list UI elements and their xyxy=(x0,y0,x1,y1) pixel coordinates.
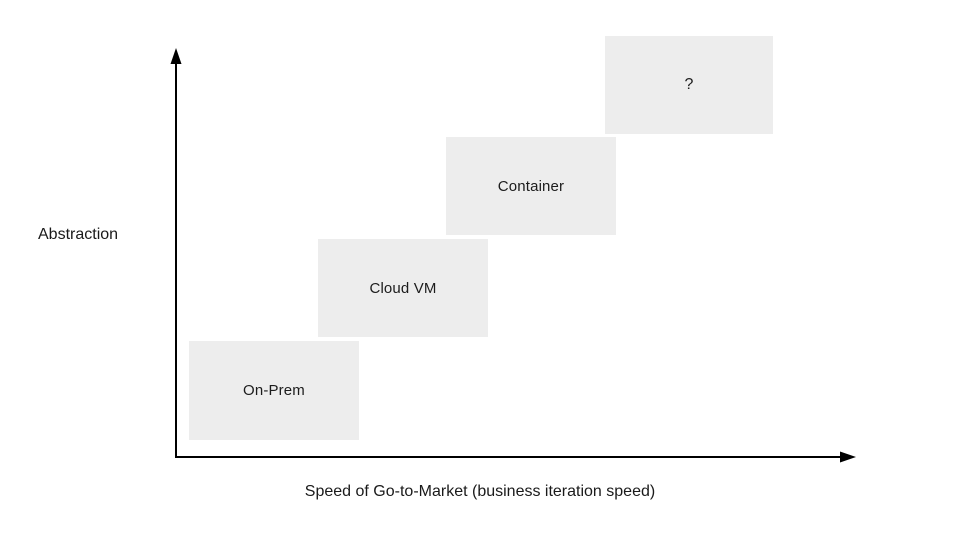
step-box-unknown[interactable]: ? xyxy=(605,36,773,134)
step-box-cloud-vm[interactable]: Cloud VM xyxy=(318,239,488,337)
step-box-container[interactable]: Container xyxy=(446,137,616,235)
step-label-cloud-vm: Cloud VM xyxy=(369,279,437,297)
step-box-on-prem[interactable]: On-Prem xyxy=(189,341,359,440)
x-axis-title: Speed of Go-to-Market (business iteratio… xyxy=(304,483,656,500)
y-axis-title: Abstraction xyxy=(38,226,119,243)
x-axis-arrowhead xyxy=(840,451,856,463)
step-label-on-prem: On-Prem xyxy=(243,382,305,399)
step-label-container: Container xyxy=(497,177,565,195)
step-label-unknown: ? xyxy=(684,76,694,93)
y-axis-arrowhead xyxy=(170,48,182,64)
